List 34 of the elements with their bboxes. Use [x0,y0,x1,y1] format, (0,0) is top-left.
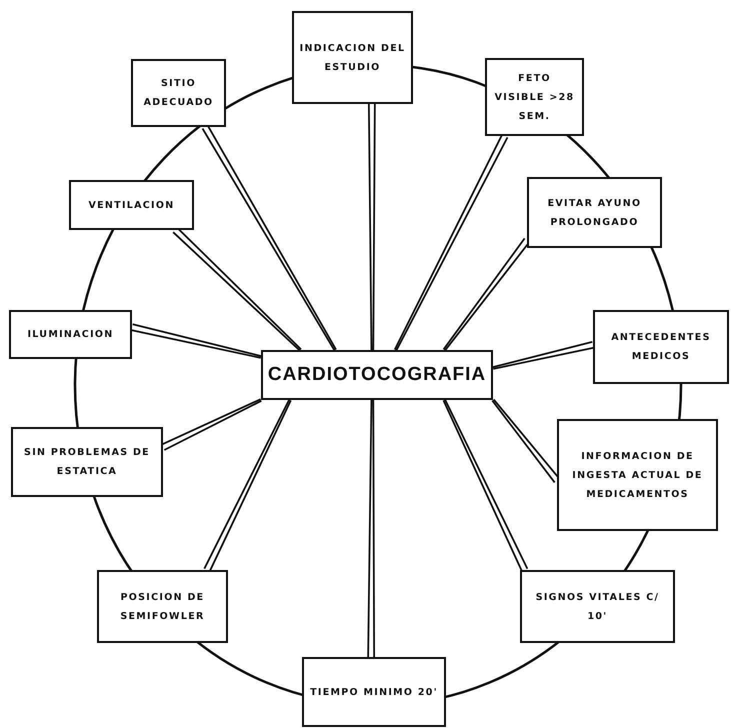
factor-box [302,657,446,727]
spoke-line [202,124,337,352]
factor-label: EVITAR AYUNO PROLONGADO [546,196,642,230]
factor-label: TIEMPO MINIMO 20' [310,686,438,700]
factor-label: VENTILACION [88,198,175,212]
spoke-line [203,398,292,572]
factor-label: SIN PROBLEMAS DE ESTATICA [23,446,151,479]
spoke-line [394,134,508,352]
factor-box [557,419,718,531]
spoke-line [130,323,262,359]
factor-label: INDICACION DEL ESTUDIO [299,42,406,74]
central-label: CARDIOTOCOGRAFIA [268,364,486,386]
factor-box [527,177,662,248]
factor-box [520,570,675,643]
factor-label: POSICION DE SEMIFOWLER [119,590,206,624]
factor-box [131,59,226,127]
central-box [261,350,493,400]
factor-label: INFORMACION DE INGESTA ACTUAL DE MEDICAMENTOS [571,450,704,502]
factor-box [69,180,194,230]
spoke-line [442,398,528,572]
factor-label: ANTECEDENTES MEDICOS [610,331,712,364]
factor-box [11,427,163,497]
factor-box [292,11,413,104]
factor-box [97,570,228,643]
spoke-line [368,103,376,351]
factor-label: SITIO ADECUADO [142,77,214,110]
factor-box [593,310,729,384]
spoke-line [367,399,376,658]
factor-label: FETO VISIBLE >28 SEM. [494,72,576,124]
factor-label: SIGNOS VITALES C/ 10' [534,590,660,624]
factor-box [9,310,132,359]
factor-box [485,58,584,136]
spoke-line [492,340,595,370]
factor-label: ILUMINACION [27,328,114,342]
